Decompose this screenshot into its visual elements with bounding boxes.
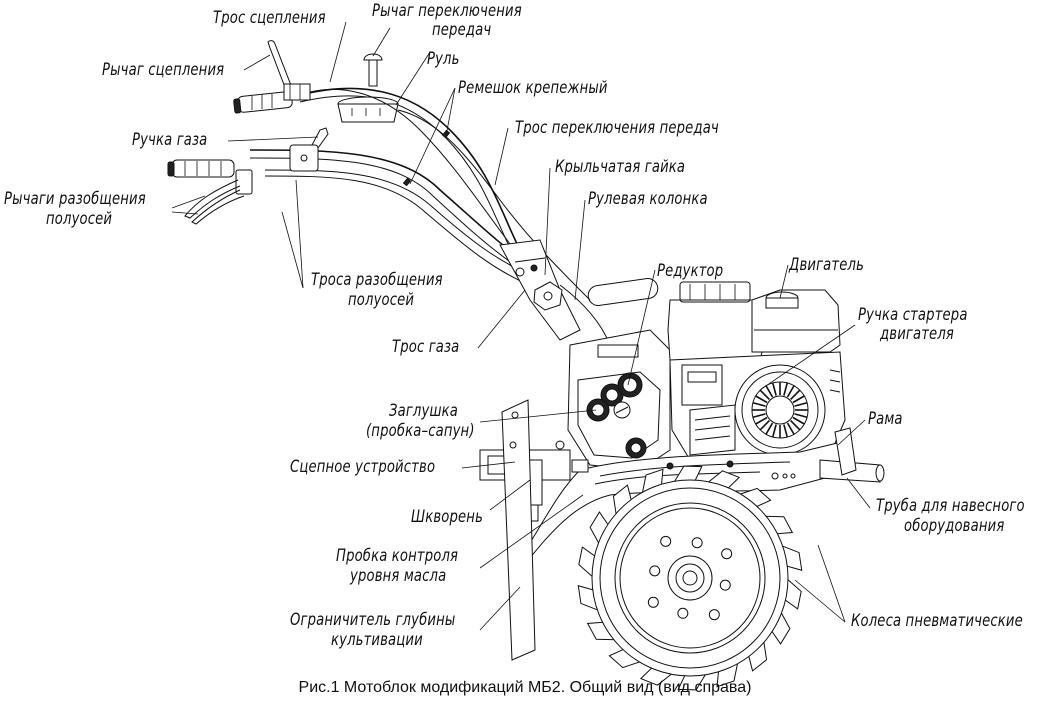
starter-fins <box>752 382 808 438</box>
gear-shift-lever <box>337 53 399 123</box>
rim-bolt-hole <box>677 607 689 619</box>
rim-bolt-hole <box>647 596 659 608</box>
label-gear-lever-line1: Рычаг переключения <box>372 1 522 21</box>
rim-bolt-hole <box>649 565 661 577</box>
label-disengage-cables-line2: полуосей <box>348 290 415 310</box>
starter-fin <box>771 382 777 396</box>
figure-caption: Рис.1 Мотоблок модификаций МБ2. Общий ви… <box>298 679 752 696</box>
upper-grip <box>233 91 293 114</box>
rim-bolt-hole <box>721 548 733 560</box>
clutch-lever <box>267 40 311 101</box>
leader-lines <box>171 21 871 631</box>
starter-fin <box>752 401 766 407</box>
starter-fin <box>755 395 768 404</box>
starter-fin <box>759 420 770 431</box>
lower-grip <box>167 159 235 178</box>
rim-bolt-hole <box>691 537 703 549</box>
label-plug-line2: (пробка–сапун) <box>366 421 475 441</box>
label-oil-plug-line2: уровня масла <box>350 566 447 586</box>
starter-fin <box>792 395 805 404</box>
label-clutch-lever: Рычаг сцепления <box>102 60 225 80</box>
label-starter-handle-line1: Ручка стартера <box>858 305 968 325</box>
steering-column <box>499 239 611 346</box>
starter-fin <box>765 385 774 398</box>
label-disengage-cables-line1: Троса разобщения <box>311 270 443 290</box>
starter-fin <box>794 413 808 419</box>
starter-fin <box>790 389 801 400</box>
label-clutch-cable: Трос сцепления <box>213 8 326 28</box>
gearbox <box>567 278 671 471</box>
starter-fin <box>790 420 801 431</box>
label-throttle-cable: Трос газа <box>392 337 460 357</box>
pneumatic-wheel <box>577 465 803 691</box>
label-engine: Двигатель <box>789 255 865 275</box>
label-gearbox: Редуктор <box>657 261 724 281</box>
rim-bolt-hole <box>719 579 731 591</box>
label-oil-plug-line1: Пробка контроля <box>336 546 459 566</box>
label-steering-column: Рулевая колонка <box>588 189 708 209</box>
starter-fin <box>771 424 777 438</box>
throttle-box <box>289 127 329 172</box>
starter-fin <box>759 389 770 400</box>
starter-fin <box>794 401 808 407</box>
label-disengage-levers-line1: Рычаги разобщения <box>4 189 146 209</box>
starter-fin <box>752 413 766 419</box>
handlebar-assembly <box>167 40 591 301</box>
label-hitch: Сцепное устройство <box>290 457 436 477</box>
starter-fin <box>786 385 795 398</box>
rim-bolt-hole <box>660 535 672 547</box>
gearbox-caps <box>586 372 647 459</box>
rim-bolt-hole <box>708 609 720 621</box>
label-gear-lever-line2: передач <box>432 20 492 40</box>
label-handlebar: Руль <box>427 49 460 69</box>
label-frame: Рама <box>868 409 903 429</box>
disengage-levers <box>184 169 253 225</box>
label-plug-line1: Заглушка <box>389 401 459 421</box>
starter-fin <box>765 422 774 435</box>
label-starter-handle-line2: двигателя <box>880 324 954 344</box>
label-wing-nut: Крыльчатая гайка <box>555 157 686 177</box>
label-kingpin: Шкворень <box>411 507 483 527</box>
starter-fin <box>783 382 789 396</box>
label-disengage-levers-line2: полуосей <box>46 209 113 229</box>
starter-fin <box>792 416 805 425</box>
label-depth-limiter-line2: культивации <box>331 630 423 650</box>
label-fastening-strap: Ремешок крепежный <box>458 78 608 98</box>
label-throttle-handle: Ручка газа <box>132 130 208 150</box>
label-wheels: Колеса пневматические <box>851 611 1023 631</box>
starter-fin <box>786 422 795 435</box>
engine <box>667 281 846 461</box>
depth-limiter <box>501 399 536 661</box>
label-attachment-pipe-line1: Труба для навесного <box>876 496 1025 516</box>
label-attachment-pipe-line2: оборудования <box>904 516 1005 536</box>
label-gear-cable: Трос переключения передач <box>515 118 719 138</box>
label-depth-limiter-line1: Ограничитель глубины <box>290 610 456 630</box>
starter-fin <box>783 424 789 438</box>
starter-fin <box>755 416 768 425</box>
